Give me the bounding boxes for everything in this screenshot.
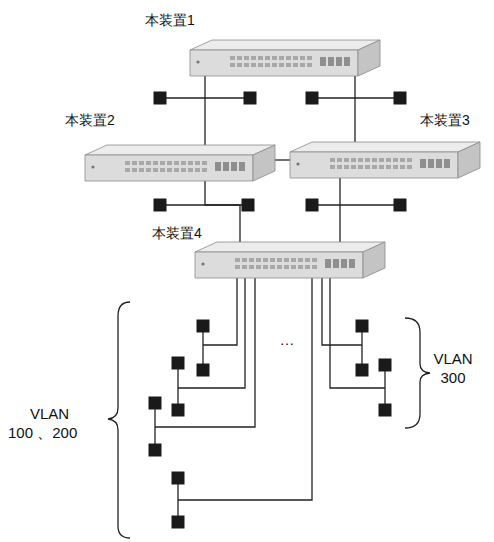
network-link [339, 178, 340, 242]
vlan-label: VLAN 300 [430, 350, 476, 388]
device-label: 本装置2 [65, 112, 115, 129]
network-link [275, 159, 290, 160]
device-label: 本装置3 [420, 112, 470, 129]
vlan-label: … [272, 331, 302, 350]
network-link [204, 76, 205, 145]
device-label: 本装置4 [152, 225, 202, 242]
switch-illustration [190, 40, 380, 76]
switch-device: 本装置3 [290, 142, 480, 178]
switch-illustration [195, 242, 385, 278]
switch-device: 本装置1 [190, 40, 380, 76]
device-label: 本装置1 [145, 12, 195, 29]
network-link [354, 76, 355, 142]
switch-illustration [290, 142, 480, 178]
network-link [205, 181, 240, 242]
switch-device: 本装置2 [85, 145, 275, 181]
switch-device: 本装置4 [195, 242, 385, 278]
switch-illustration [85, 145, 275, 181]
vlan-label: VLAN 100 、200 [8, 405, 86, 443]
